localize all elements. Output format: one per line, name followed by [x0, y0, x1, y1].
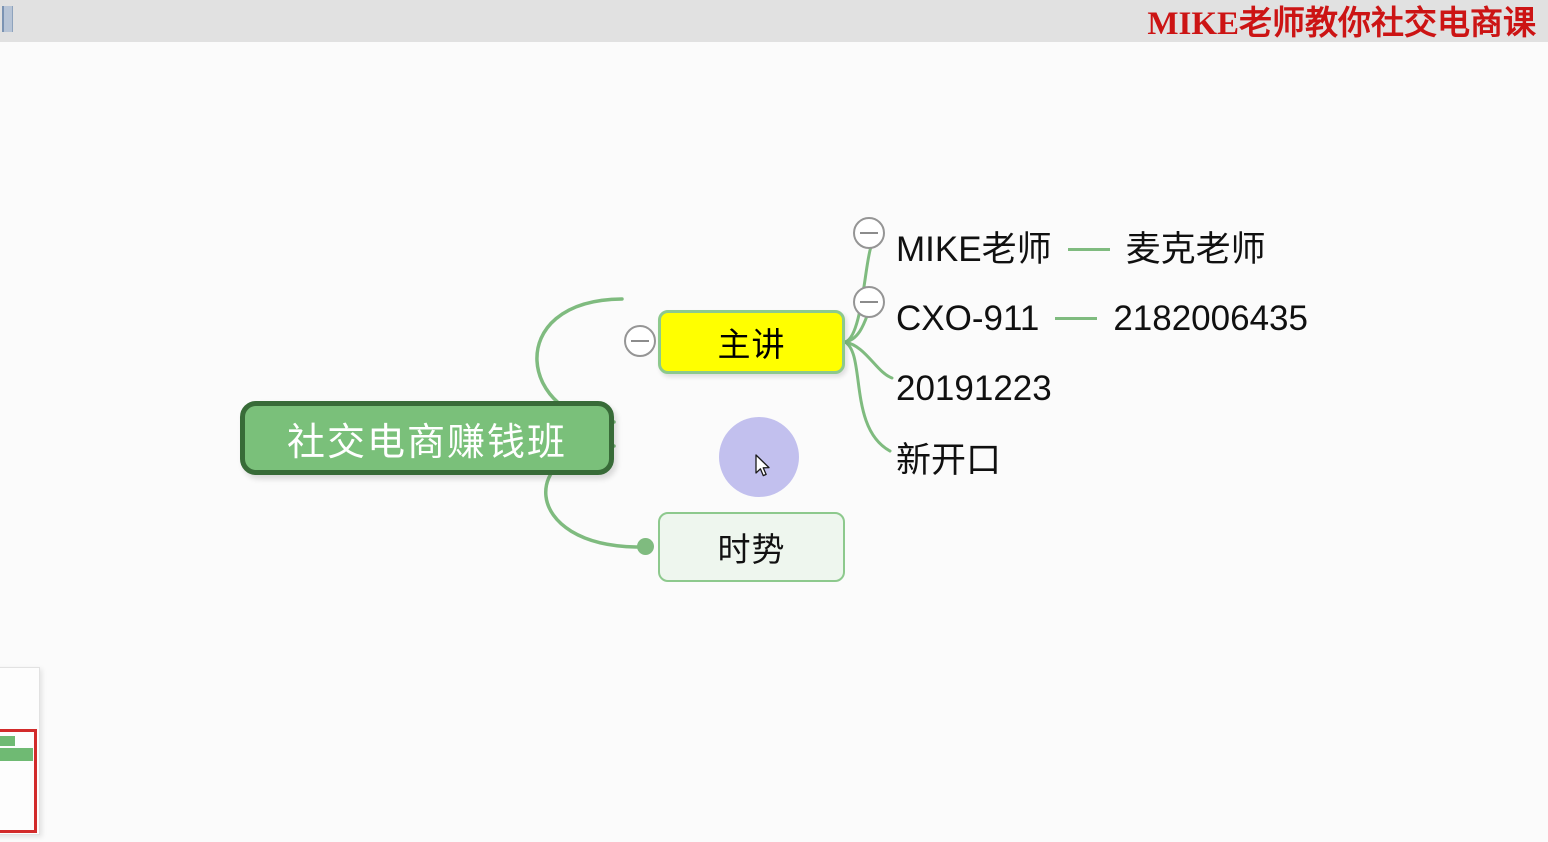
leaf-label-date: 20191223 [896, 369, 1052, 408]
minimap-content-bar [0, 748, 33, 761]
minimap-viewport-rect[interactable] [0, 729, 37, 833]
minus-circle-icon-cxo[interactable] [853, 286, 885, 318]
mindmap-leaf-cxo[interactable]: CXO-911 2182006435 [896, 301, 1308, 336]
minimap-panel[interactable] [0, 667, 40, 835]
mindmap-leaf-new[interactable]: 新开口 [896, 443, 1001, 478]
bullet-dot-icon-shishi[interactable] [637, 538, 654, 555]
leaf-label-cxo: CXO-911 [896, 299, 1040, 338]
leaf-linked-label-mike: 麦克老师 [1125, 230, 1266, 269]
root-node-label: 社交电商赚钱班 [286, 421, 567, 464]
mindmap-leaf-date[interactable]: 20191223 [896, 371, 1052, 406]
link-line-icon-cxo [1055, 317, 1098, 320]
mindmap-node-zhujiang[interactable]: 主讲 [658, 310, 845, 374]
node-label-shishi: 时势 [717, 531, 786, 568]
mindmap-canvas[interactable]: 社交电商赚钱班 主讲 时势 MIKE老师 麦克老师 CXO-911 218200… [0, 42, 1548, 842]
mouse-cursor-icon [755, 454, 770, 477]
link-line-icon-mike [1067, 248, 1110, 251]
edge-zhujiang-to-new [843, 340, 892, 453]
leaf-label-mike: MIKE老师 [896, 230, 1052, 269]
edge-zhujiang-to-date [843, 340, 894, 380]
header-bar: MIKE老师教你社交电商课 [0, 0, 1548, 42]
click-highlight [719, 417, 799, 497]
minus-circle-icon-mike[interactable] [853, 217, 885, 249]
leaf-label-new: 新开口 [896, 441, 1002, 480]
leaf-linked-label-cxo: 2182006435 [1113, 299, 1308, 338]
page-title: MIKE老师教你社交电商课 [1147, 6, 1536, 43]
minus-circle-icon-zhujiang[interactable] [624, 325, 656, 357]
node-label-zhujiang: 主讲 [717, 326, 786, 363]
mindmap-root-node[interactable]: 社交电商赚钱班 [240, 401, 614, 475]
mindmap-node-shishi[interactable]: 时势 [658, 512, 845, 582]
minimap-content-bar [0, 736, 15, 746]
mindmap-leaf-mike[interactable]: MIKE老师 麦克老师 [896, 232, 1266, 267]
toolbar-edge-icon[interactable] [2, 6, 13, 32]
